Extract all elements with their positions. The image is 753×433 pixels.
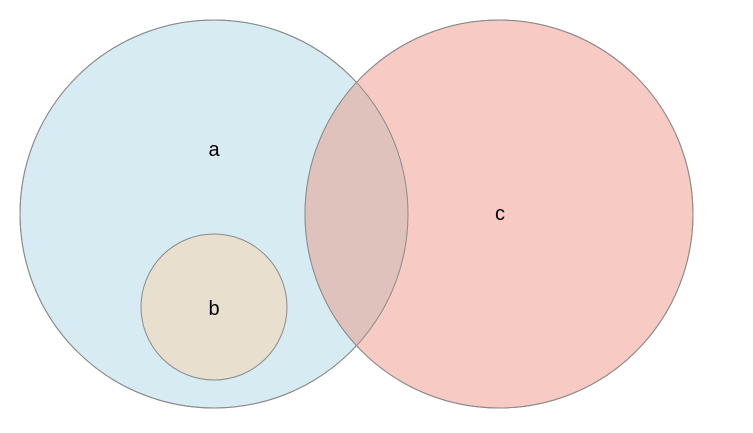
set-b-label: b — [208, 298, 219, 320]
set-b-circle — [140, 233, 288, 381]
set-c-outline — [304, 19, 694, 409]
set-c-label: c — [495, 203, 505, 225]
set-a-outline — [19, 19, 409, 409]
set-a-label: a — [208, 139, 220, 161]
